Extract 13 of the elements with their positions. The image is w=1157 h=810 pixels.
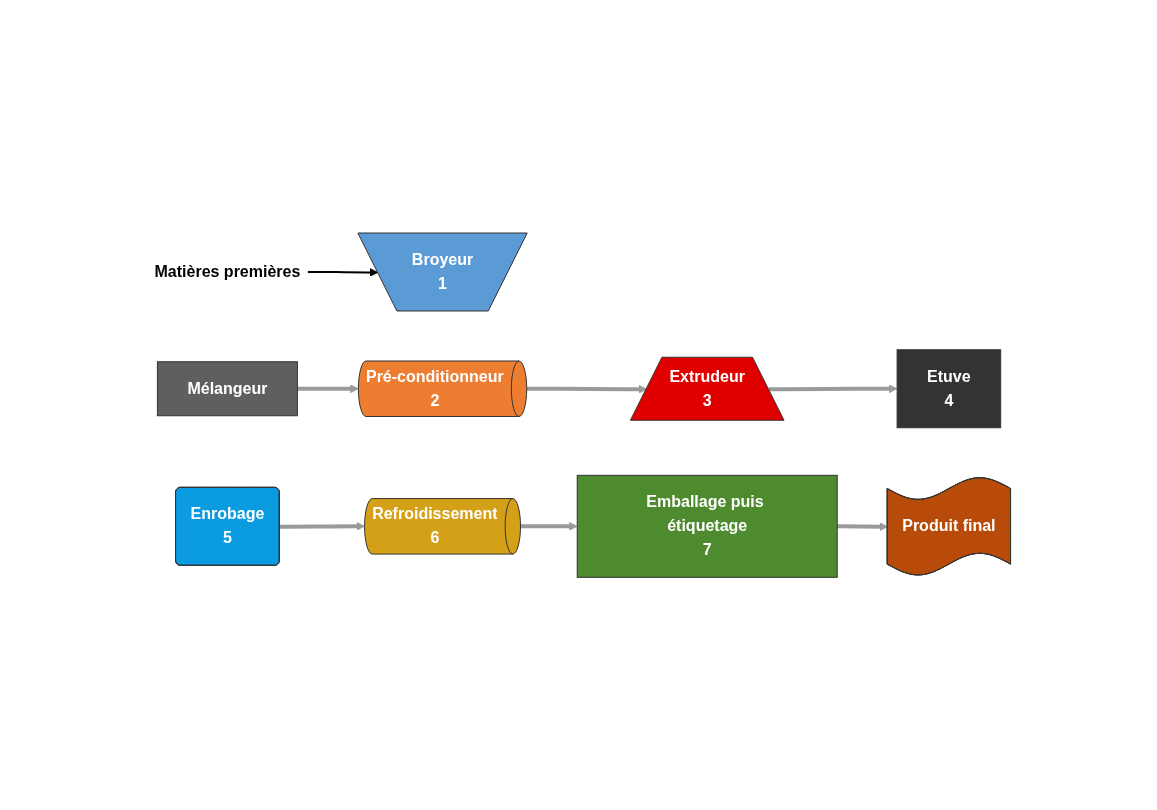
node-box: Mélangeur — [156, 361, 298, 417]
arrow — [526, 384, 647, 394]
arrow — [297, 384, 359, 393]
arrow — [836, 522, 888, 531]
node-text: Pré-conditionneur 2 — [365, 367, 504, 409]
arrow — [279, 521, 365, 531]
arrow — [306, 267, 378, 277]
arrow — [768, 384, 898, 393]
node-box: Etuve 4 — [896, 349, 1001, 429]
node-box: Emballage puis étiquetage 7 — [576, 474, 838, 578]
arrow — [520, 521, 578, 531]
node-text: Refroidissement 6 — [371, 505, 498, 547]
node-text: Matières premières — [154, 262, 301, 280]
